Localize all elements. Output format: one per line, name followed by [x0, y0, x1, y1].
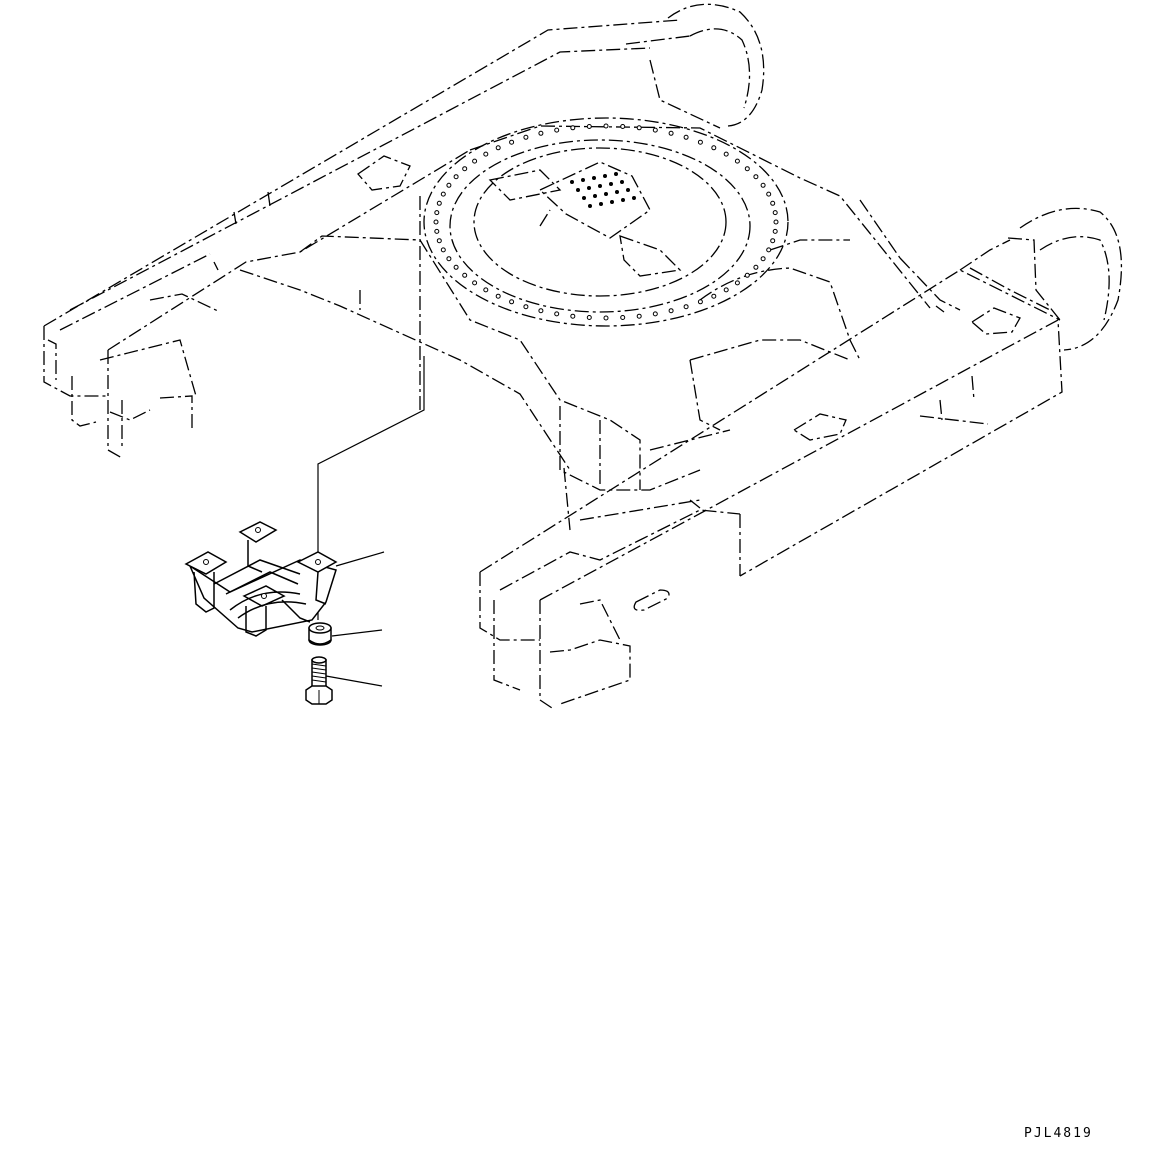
bolt-hole: [538, 130, 544, 136]
plate-hole: [609, 182, 613, 186]
plate-hole: [614, 172, 618, 176]
bolt-hole: [495, 293, 501, 299]
plate-hole: [599, 202, 603, 206]
bolt-hole: [620, 315, 626, 320]
plate-hole: [581, 178, 585, 182]
plate-hole: [603, 174, 607, 178]
bolt-hole: [636, 313, 642, 319]
bolt-hole: [453, 174, 459, 180]
bolt-hole: [603, 315, 609, 321]
bolt-hole: [668, 130, 674, 136]
callout-leader-bolt: [325, 675, 383, 687]
bolt-hole: [554, 311, 560, 317]
bolt-hole: [711, 293, 717, 299]
bolt-hole: [472, 280, 478, 286]
plate-hole: [604, 192, 608, 196]
bolt-hole: [652, 127, 658, 133]
bolt-hole: [440, 247, 446, 253]
plate-hole: [632, 196, 636, 200]
bolt-hole: [586, 124, 592, 129]
bolt-hole: [668, 308, 674, 314]
bolt-hole: [697, 139, 703, 145]
bolt-hole: [683, 134, 689, 140]
plate-hole: [570, 180, 574, 184]
bolt-hole: [434, 228, 440, 234]
callout-leaders: [325, 551, 385, 687]
bolt-hole-ring: [433, 123, 779, 321]
bolt-hole: [760, 256, 766, 262]
plate-hole: [582, 196, 586, 200]
bolt-hole: [744, 272, 750, 278]
bolt-hole: [772, 228, 778, 234]
bolt-hole: [483, 287, 489, 293]
track-frame-outline: [43, 3, 1123, 709]
bolt-hole: [773, 219, 779, 225]
bolt-hole: [770, 200, 776, 206]
guard-bracket: [184, 521, 338, 637]
swing-circle: [423, 117, 789, 327]
plate-hole: [620, 180, 624, 184]
bolt-hole: [620, 124, 626, 129]
bolt-hole: [711, 145, 717, 151]
bolt-hole: [523, 134, 529, 140]
spacer: [308, 622, 332, 646]
plate-hole: [598, 184, 602, 188]
plate-hole: [626, 188, 630, 192]
bolt-hole: [440, 191, 446, 197]
bolt-hole: [453, 264, 459, 270]
plate-hole: [621, 198, 625, 202]
bolt-hole: [603, 123, 609, 129]
callout-leader-spacer: [331, 629, 383, 637]
bolt-hole: [436, 238, 442, 244]
bolt-hole: [436, 200, 442, 206]
bolt-hole: [766, 247, 772, 253]
plate-hole: [576, 188, 580, 192]
bolt-hole: [483, 151, 489, 157]
bolt-hole: [586, 315, 592, 320]
bolt-hole: [434, 210, 440, 216]
drawing-code: PJL4819: [1024, 1126, 1093, 1141]
bolt-hole: [734, 280, 740, 286]
mount-leader-line: [317, 356, 425, 620]
callout-leader-bracket: [335, 551, 385, 567]
bolt-hole: [570, 125, 576, 131]
bolt-hole: [770, 238, 776, 244]
bolt-hole: [554, 127, 560, 133]
bolt-hole: [570, 313, 576, 319]
bolt-hole: [697, 299, 703, 305]
bolt-hole: [446, 256, 452, 262]
bolt-hole: [523, 304, 529, 310]
plate-hole: [615, 190, 619, 194]
center-plate-holes: [570, 172, 636, 208]
bolt-hole: [495, 145, 501, 151]
bolt-hole: [760, 182, 766, 188]
bolt-hole: [744, 166, 750, 172]
bolt-hole: [723, 151, 729, 157]
plate-hole: [587, 186, 591, 190]
bolt-hole: [462, 166, 468, 172]
bolt: [305, 656, 333, 705]
bolt-hole: [462, 272, 468, 278]
bolt-hole: [509, 299, 515, 305]
bolt-hole: [683, 304, 689, 310]
plate-hole: [588, 204, 592, 208]
bolt-hole: [734, 158, 740, 164]
bolt-hole: [723, 287, 729, 293]
bolt-hole: [636, 125, 642, 131]
bolt-hole: [509, 139, 515, 145]
bolt-hole: [766, 191, 772, 197]
bolt-hole: [753, 174, 759, 180]
plate-hole: [593, 194, 597, 198]
bolt-hole: [753, 264, 759, 270]
bolt-hole: [446, 182, 452, 188]
bolt-hole: [433, 219, 439, 225]
bolt-hole: [538, 308, 544, 314]
bolt-hole: [472, 158, 478, 164]
plate-hole: [592, 176, 596, 180]
bolt-hole: [652, 311, 658, 317]
plate-hole: [610, 200, 614, 204]
bolt-hole: [772, 210, 778, 216]
